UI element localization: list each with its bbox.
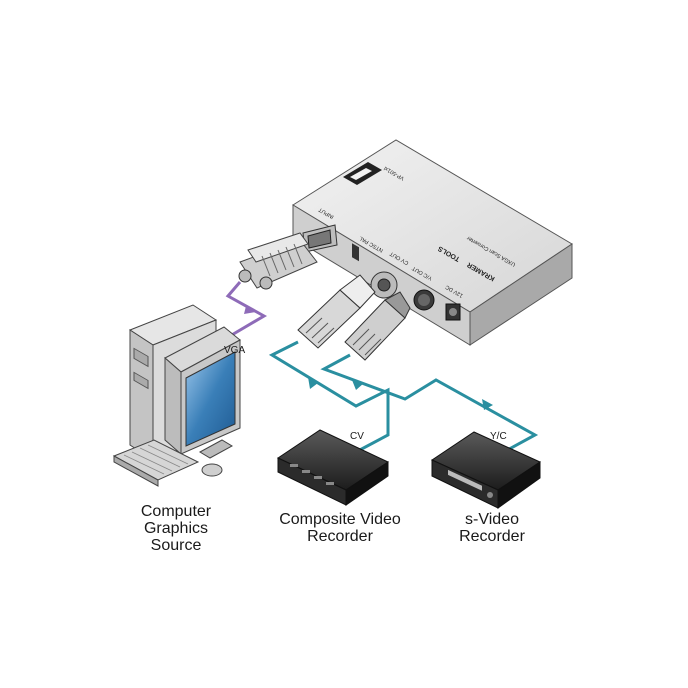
pc-mouse: [201, 463, 223, 477]
yc-cable-label: Y/C: [490, 431, 507, 442]
computer-caption-line-1: Computer: [140, 503, 212, 520]
yc-out-port: [413, 289, 435, 311]
cv-cable-label: CV: [350, 431, 364, 442]
scan-converter-device: VP-501xl KRAMER TOOLS UXGA Scan Converte…: [292, 139, 573, 346]
monitor-screen: [185, 351, 236, 447]
svideo-recorder-caption: s-Video Recorder: [432, 511, 552, 545]
vga-input-port: [302, 224, 338, 253]
pc-monitor: [164, 326, 241, 459]
svideo-recorder: [430, 431, 542, 509]
svideo-caption-line-2: Recorder: [459, 528, 525, 545]
vga-cable: [225, 281, 268, 338]
computer-caption-line-2: Graphics: [143, 520, 209, 537]
computer-graphics-source: [112, 304, 241, 487]
cv-out-bnc-port: [370, 271, 398, 299]
composite-caption-line-1: Composite Video: [279, 511, 401, 528]
cv-bnc-plug: [297, 274, 376, 349]
yc-cable: [320, 353, 539, 456]
computer-caption-line-3: Source: [150, 537, 202, 554]
svideo-caption-line-1: s-Video: [465, 511, 519, 528]
composite-recorder-caption: Composite Video Recorder: [260, 511, 420, 545]
dc-in-port: [445, 303, 461, 321]
kramer-logo: [343, 162, 382, 185]
pc-keyboard: [112, 439, 200, 487]
vga-cable-label: VGA: [224, 345, 246, 356]
ntsc-pal-switch: [352, 243, 359, 262]
yc-svideo-plug: [344, 291, 411, 361]
vga-connector: [238, 232, 318, 290]
composite-video-recorder: [276, 429, 390, 506]
cv-cable: [268, 340, 390, 454]
composite-caption-line-2: Recorder: [307, 528, 373, 545]
computer-caption: Computer Graphics Source: [116, 503, 236, 554]
